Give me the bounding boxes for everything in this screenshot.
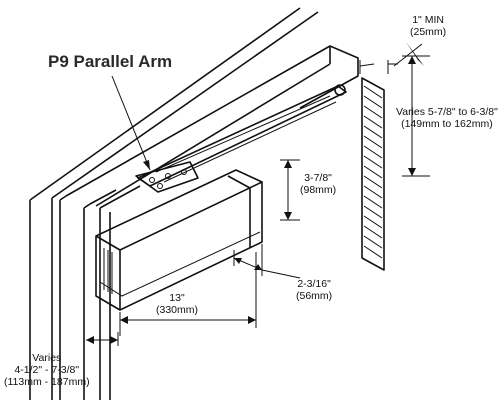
depth-metric: (56mm) — [296, 290, 333, 302]
stop-hatching — [363, 85, 383, 259]
title-leader — [111, 75, 151, 171]
frame-jamb — [59, 195, 91, 400]
arm-varies-dim-line — [402, 55, 430, 177]
min-dim-line — [359, 60, 398, 74]
title-leader-arrow — [143, 160, 150, 170]
min-clearance-metric: (25mm) — [410, 26, 447, 38]
diagram-title: P9 Parallel Arm — [48, 52, 173, 71]
length-dim-line — [119, 252, 257, 336]
min-dim-leader — [393, 43, 423, 67]
height-label: 3-7/8" (98mm) — [300, 172, 336, 196]
closer-shading — [103, 248, 113, 294]
closer-body-front — [95, 169, 263, 311]
length-imperial: 13" — [169, 292, 185, 304]
arm-varies-metric: (149mm to 162mm) — [401, 118, 493, 130]
closer-body-bottom-face — [99, 231, 261, 297]
offset-varies-metric: (113mm - 187mm) — [4, 376, 90, 388]
depth-dim-line — [233, 257, 301, 279]
depth-dim-ext — [233, 244, 263, 276]
frame-header-soffit — [95, 46, 331, 207]
arm-shoe — [135, 161, 199, 193]
stop-strip — [361, 77, 385, 271]
min-dim-arrow — [406, 42, 424, 66]
shoe-screws — [149, 169, 187, 189]
arm-varies-imperial: Varies 5-7/8" to 6-3/8" — [396, 106, 498, 118]
depth-label: 2-3/16" (56mm) — [296, 278, 332, 302]
arm-pivot-right — [334, 84, 346, 96]
closer-body-top — [95, 181, 263, 251]
closer-end-cap — [227, 175, 251, 248]
height-imperial: 3-7/8" — [304, 172, 332, 184]
height-dim-line — [280, 159, 300, 221]
offset-varies-line2: 4-1/2" - 7-3/8" — [14, 364, 80, 376]
offset-dim-arrows — [86, 336, 118, 344]
length-label: 13" (330mm) — [156, 292, 198, 316]
length-metric: (330mm) — [156, 304, 199, 316]
min-clearance-imperial: 1" MIN — [412, 14, 444, 26]
min-clearance-label: 1" MIN (25mm) — [410, 14, 446, 38]
frame-outer-edge — [29, 7, 319, 400]
offset-varies-line1: Varies — [32, 352, 62, 364]
height-metric: (98mm) — [300, 184, 337, 196]
offset-varies-label: Varies 4-1/2" - 7-3/8" (113mm - 187mm) — [4, 352, 90, 388]
depth-dim-arrows — [234, 258, 262, 270]
depth-imperial: 2-3/16" — [297, 278, 331, 290]
arm-varies-label: Varies 5-7/8" to 6-3/8" (149mm to 162mm) — [396, 106, 498, 130]
